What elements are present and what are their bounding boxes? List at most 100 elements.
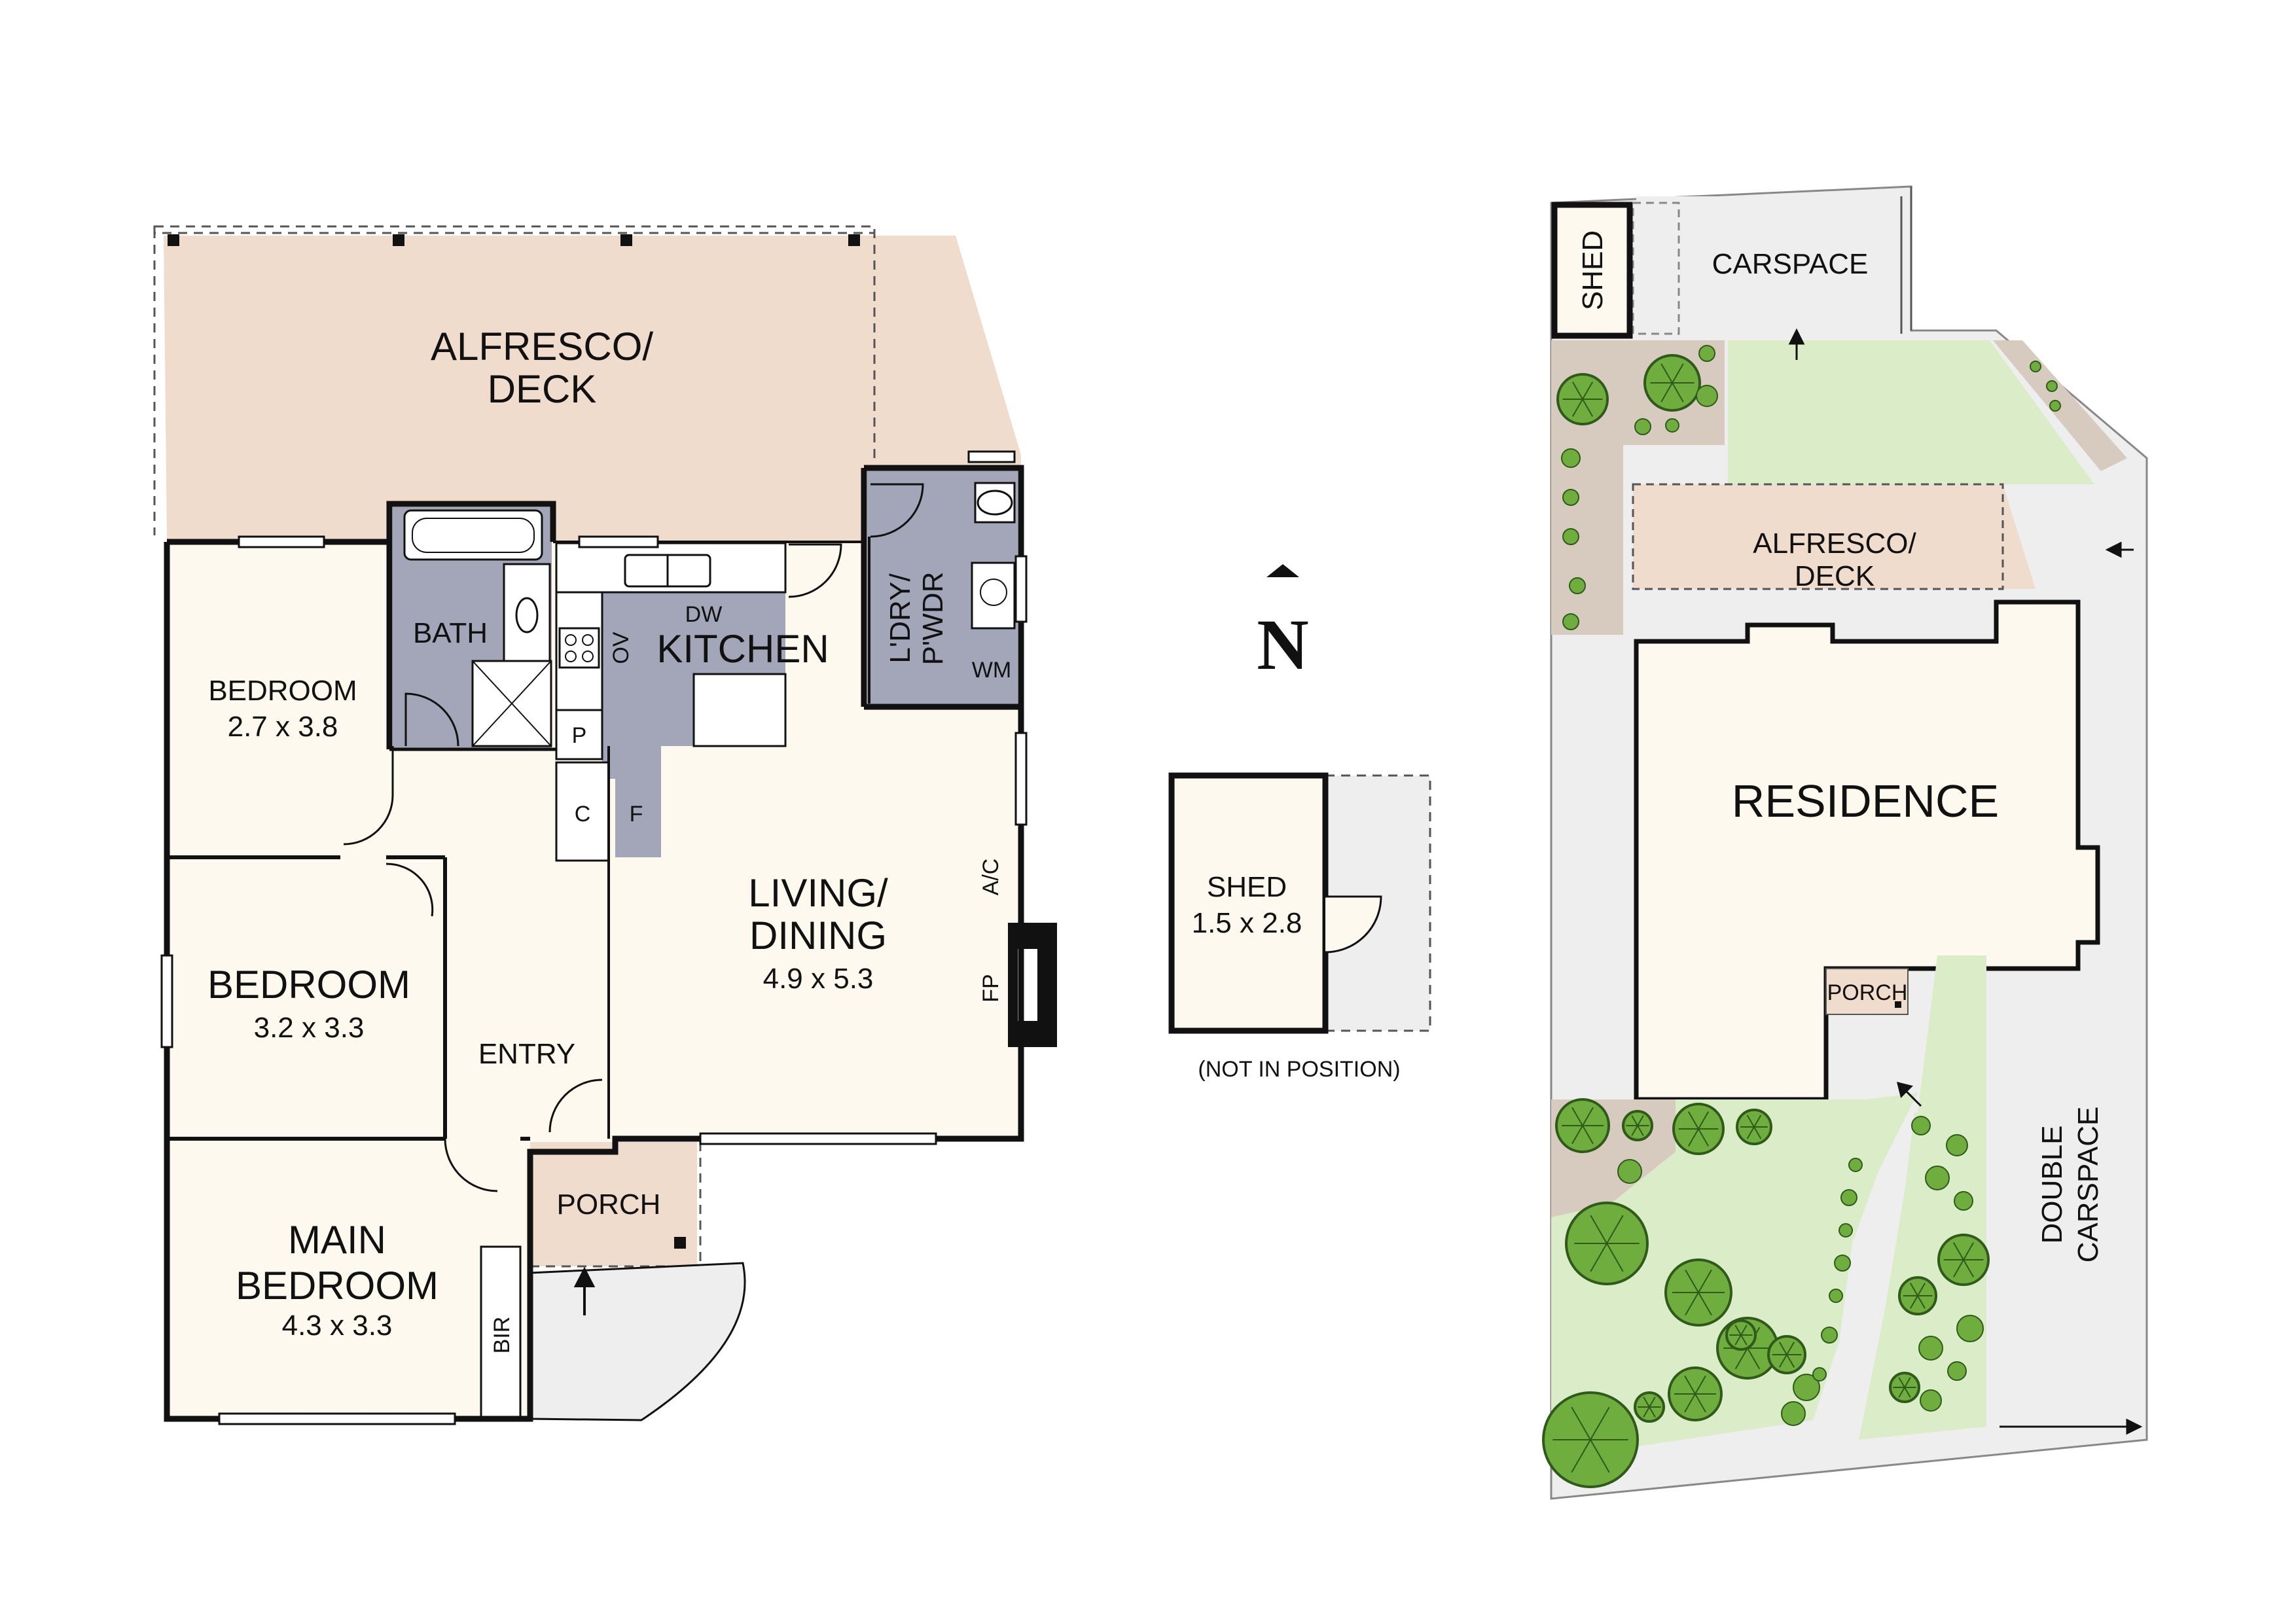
tree-branch (1643, 1406, 1650, 1418)
living-dims: 4.9 x 5.3 (763, 963, 874, 995)
cooktop-burner (582, 634, 594, 646)
interior-floor (167, 468, 1021, 1419)
north-arrow-icon (1266, 564, 1299, 577)
tree-branch (1753, 1115, 1762, 1128)
main-bedroom-dims: 4.3 x 3.3 (282, 1310, 393, 1342)
tree-branch (1740, 1334, 1748, 1346)
deck-post (393, 234, 404, 246)
tree-branch (1606, 1243, 1624, 1272)
tree-branch (1637, 1115, 1644, 1126)
tree-icon (1793, 1374, 1820, 1401)
shower-cross (472, 660, 552, 747)
tree-icon (2030, 361, 2041, 372)
tree-icon (1562, 613, 1579, 630)
shed-plan: SHED 1.5 x 2.8 (NOT IN POSITION) (1168, 772, 1431, 1082)
site-arrow-carspace (1788, 328, 1805, 360)
alfresco-label-2: DECK (488, 367, 597, 411)
site-shed (1551, 202, 1633, 339)
cupboard-box (555, 761, 610, 862)
tree-branch (1698, 1292, 1712, 1316)
porch-post (674, 1237, 686, 1249)
tree-branch (1746, 1126, 1755, 1139)
alfresco-deck-dashed-edge (153, 225, 876, 234)
tree-branch (1952, 1242, 1964, 1260)
lower-lawn-left (1551, 1093, 1918, 1459)
carspace-dashed (1632, 202, 1680, 335)
site-porch-label: PORCH (1827, 980, 1908, 1005)
floor-plan: ALFRESCO/ DECK BATH KITCHEN DW OV L'DRY/… (153, 225, 1057, 1425)
alfresco-deck (164, 236, 1021, 542)
tree-icon (1920, 1389, 1942, 1412)
shed-room (1168, 772, 1329, 1034)
double-carspace-label-1: DOUBLE (2036, 1126, 2068, 1244)
tree-branch (1571, 382, 1583, 400)
tree-branch (1952, 1259, 1964, 1277)
tree-icon (1840, 1189, 1857, 1206)
tree-branch (1606, 1215, 1624, 1244)
tree-branch (1582, 1107, 1594, 1126)
site-carspace-label: CARSPACE (1712, 248, 1869, 280)
residence-label: RESIDENCE (1732, 776, 1999, 827)
tree-branch (1582, 382, 1594, 400)
ac-label: A/C (978, 859, 1003, 896)
tree-branch (1778, 1342, 1787, 1355)
tree-icon (1562, 489, 1579, 506)
shed-not-in-position: (NOT IN POSITION) (1198, 1057, 1400, 1082)
porch-floor (530, 1142, 697, 1266)
entry-label: ENTRY (478, 1038, 575, 1070)
tree-branch (1571, 1125, 1583, 1145)
bath-label: BATH (413, 617, 488, 649)
carspace (1636, 196, 1905, 337)
tree-branch (1778, 1354, 1787, 1368)
site-porch (1825, 968, 1909, 1015)
bath-door-swing (404, 692, 459, 747)
cooktop-burner (582, 651, 594, 662)
front-garden-right (1918, 955, 1986, 1113)
tree-icon (1911, 1116, 1931, 1135)
site-arrow-side (2105, 541, 2134, 558)
upper-lawn (1728, 340, 2094, 484)
tree-icon (1946, 1134, 1968, 1156)
tree-branch (1631, 1115, 1638, 1126)
pantry-label: P (572, 723, 587, 748)
alfresco-label-1: ALFRESCO/ (431, 325, 653, 368)
main-bedroom-line2: BEDROOM (236, 1264, 439, 1308)
site-alfresco-dashed (1632, 483, 2004, 590)
tree-icon (1918, 1336, 1943, 1361)
tree-branch (1582, 399, 1594, 417)
bedroom-door-swing (386, 863, 434, 917)
cooktop-burner (565, 651, 577, 662)
tree-branch (1590, 1243, 1607, 1272)
tree-icon (2046, 380, 2058, 392)
porch-label: PORCH (557, 1188, 661, 1221)
pantry-box (555, 709, 603, 760)
tree-branch (1734, 1334, 1742, 1346)
site-porch-post (1895, 1001, 1901, 1008)
tree-branch (1963, 1242, 1975, 1260)
tree-branch (1571, 1406, 1591, 1440)
tree-icon (1634, 418, 1651, 435)
site-shed-label: SHED (1577, 230, 1609, 310)
tree-branch (1643, 1397, 1650, 1408)
living-line1: LIVING/ (748, 871, 888, 915)
main-bedroom-line1: MAIN (288, 1218, 386, 1262)
dw-label: DW (685, 602, 723, 627)
laundry-label-1: L'DRY/ (884, 573, 916, 664)
shed-door-swing (1325, 895, 1382, 954)
site-arrow-porch (1896, 1081, 1922, 1107)
tree-icon (1561, 448, 1581, 468)
bedroom-door-swing (343, 746, 394, 846)
tree-icon (1848, 1158, 1863, 1172)
tree-branch (1734, 1325, 1742, 1336)
tree-branch (1753, 1126, 1762, 1139)
bedroom2-dims: 3.2 x 3.3 (254, 1012, 365, 1044)
site-alfresco-label-1: ALFRESCO/ (1753, 527, 1916, 560)
tree-icon (2049, 400, 2061, 412)
tree-icon (1696, 385, 1718, 407)
laundry-door-swing (870, 483, 924, 538)
tree-branch (1631, 1125, 1638, 1136)
tree-branch (1898, 1377, 1905, 1388)
main-bedroom-door-swing (444, 1138, 498, 1192)
cooktop-burner (565, 634, 577, 646)
